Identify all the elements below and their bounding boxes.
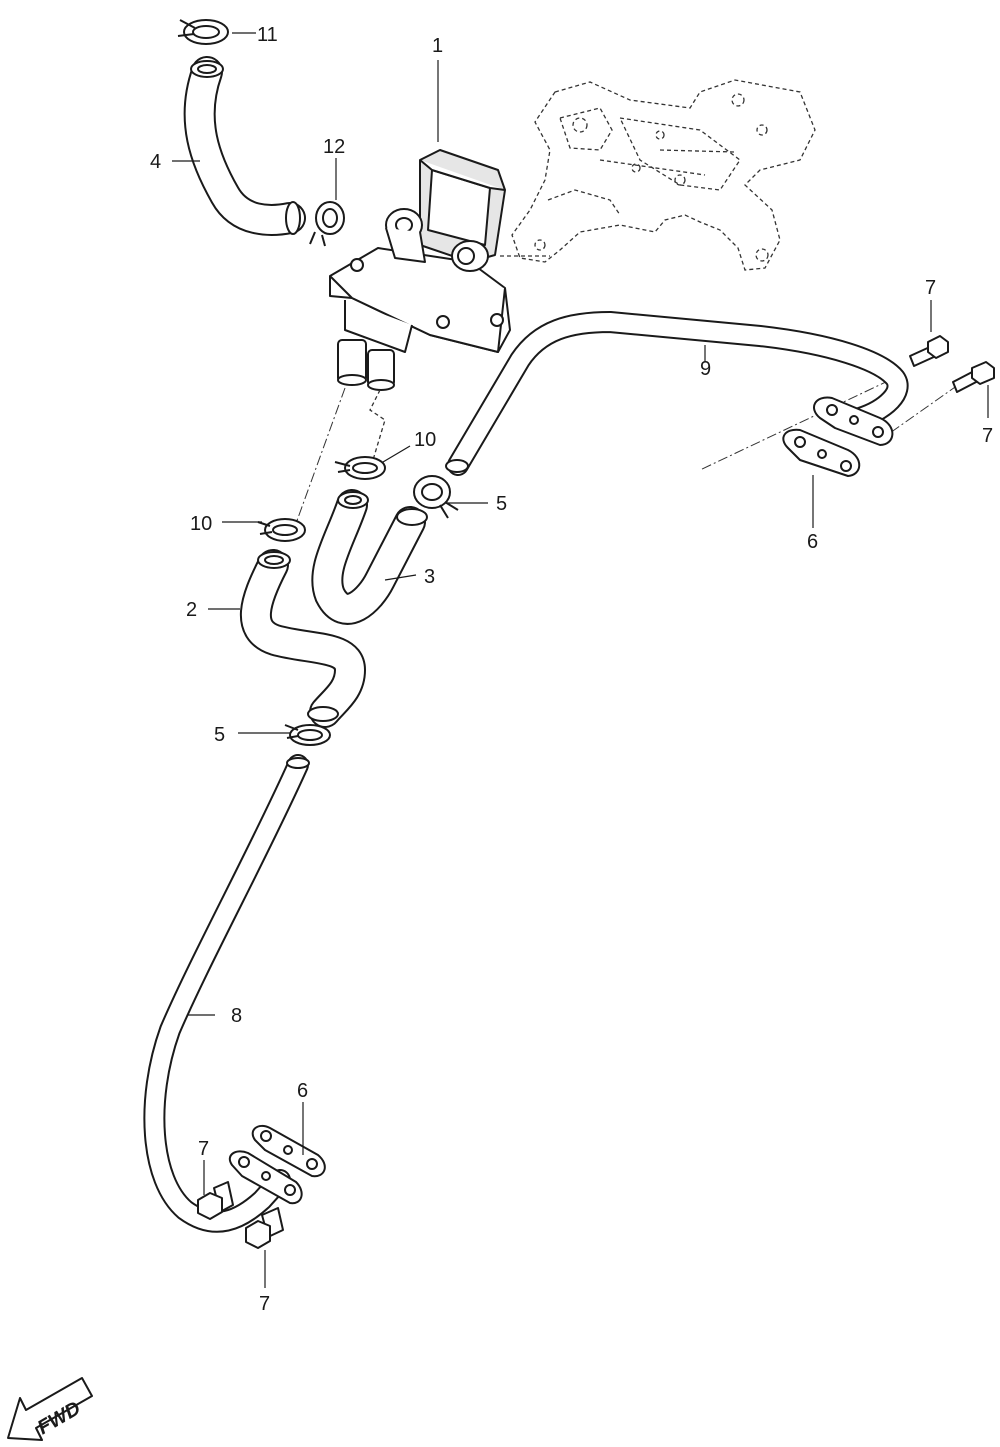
bolt-7-left [197, 1181, 234, 1220]
callout-11: 11 [257, 24, 278, 46]
callout-7-upper: 7 [925, 277, 936, 299]
callout-6-bottom: 6 [297, 1080, 308, 1102]
fwd-arrow: FWD [7, 1377, 93, 1441]
clamp-10-lower [257, 518, 306, 542]
mounting-bracket-outline [500, 79, 816, 271]
callout-3: 3 [424, 566, 435, 588]
pipe-9 [445, 311, 909, 476]
bolt-7-right [952, 361, 995, 393]
callout-6-right: 6 [807, 531, 818, 553]
clamp-11 [177, 19, 229, 45]
gasket-6-right [782, 396, 894, 477]
callout-10-lower: 10 [190, 513, 212, 535]
bolt-7-bottom [245, 1207, 284, 1249]
leader-lines [172, 32, 989, 1288]
clamp-12 [309, 201, 345, 247]
hose-3 [311, 489, 428, 625]
air-valve-assembly [329, 149, 511, 391]
callout-12: 12 [323, 136, 345, 158]
hose-2 [239, 549, 366, 728]
callout-5-upper: 5 [496, 493, 507, 515]
callout-7-bottom: 7 [259, 1293, 270, 1315]
callout-10-upper: 10 [414, 429, 436, 451]
callout-9: 9 [700, 358, 711, 380]
hose-4 [183, 56, 306, 236]
bolt-7-upper [909, 335, 949, 367]
clamp-5-lower [284, 724, 331, 746]
clamp-10-upper [334, 456, 386, 480]
callout-7-right: 7 [982, 425, 993, 447]
callout-5-lower: 5 [214, 724, 225, 746]
callout-2: 2 [186, 599, 197, 621]
callout-4: 4 [150, 151, 161, 173]
pipe-8 [143, 754, 310, 1233]
callout-7-left: 7 [198, 1138, 209, 1160]
gasket-6-bottom [228, 1124, 326, 1205]
callout-labels: 11 1 4 12 7 9 7 10 5 10 6 3 2 5 8 6 7 7 [150, 24, 993, 1315]
callout-1: 1 [432, 35, 443, 57]
callout-8: 8 [231, 1005, 242, 1027]
clamp-5-upper [413, 475, 459, 519]
